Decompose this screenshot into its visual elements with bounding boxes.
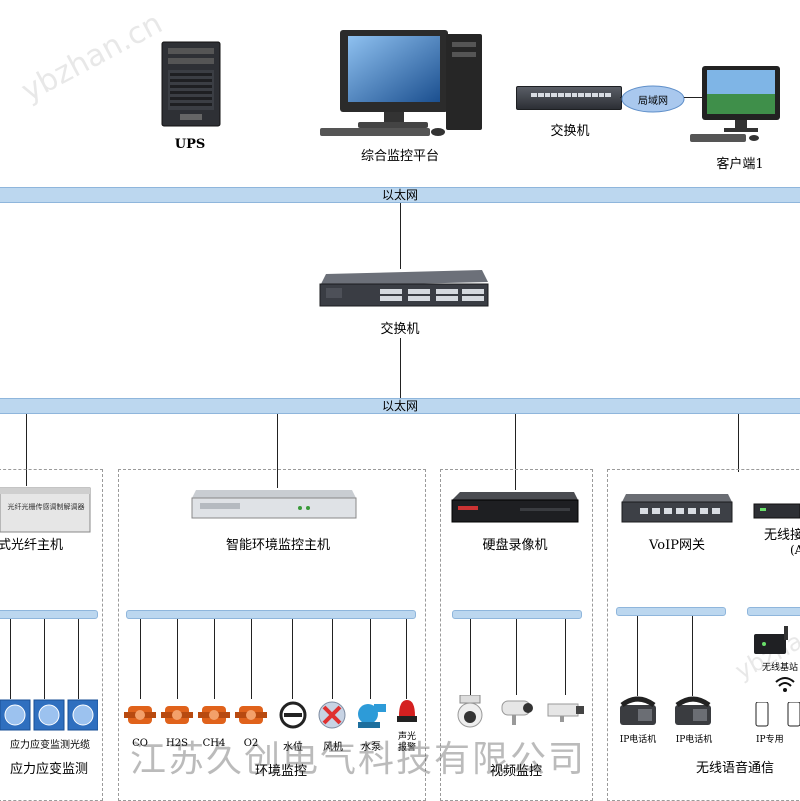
co-label: CO <box>132 738 148 749</box>
video-drop-3 <box>565 619 566 695</box>
wireless-ap-icon <box>753 503 800 519</box>
ups-label: UPS <box>174 137 206 152</box>
o2-label: O2 <box>243 738 259 749</box>
env-host-icon <box>191 490 357 519</box>
h2s-sensor-icon <box>161 706 193 724</box>
fiber-sub-bus <box>0 610 98 619</box>
fiber-drop-2 <box>44 619 45 699</box>
ip-mobile-phones-icon <box>755 702 800 727</box>
env-drop-o2 <box>251 619 252 699</box>
drop-line-fiber <box>26 414 27 486</box>
ip-phone-1-icon <box>620 696 656 725</box>
platform-label: 综合监控平台 <box>360 149 439 164</box>
voice-footer-label: 无线语音通信 <box>695 761 774 776</box>
client-monitor-icon <box>690 66 780 142</box>
wireless-ap-label: 无线接入 <box>764 528 800 543</box>
fiber-host-label: 式光纤主机 <box>0 538 64 553</box>
voip-sub-bus <box>616 607 726 616</box>
sound-light-alarm-icon <box>397 700 417 722</box>
env-drop-ch4 <box>214 619 215 699</box>
voip-gateway-icon <box>621 494 733 523</box>
env-drop-water <box>292 619 293 699</box>
env-host-label: 智能环境监控主机 <box>225 538 330 553</box>
water-pump-icon <box>358 704 386 728</box>
co-sensor-icon <box>124 706 156 724</box>
alarm-label: 声光报警 <box>397 732 416 753</box>
nvr-label: 硬盘录像机 <box>482 538 548 553</box>
drop-line-env <box>277 414 278 488</box>
ups-tower-icon <box>161 41 221 127</box>
diagonal-watermark-top: ybzhan.cn <box>15 5 169 110</box>
video-drop-1 <box>470 619 471 695</box>
nvr-recorder-icon <box>451 492 579 523</box>
bullet-camera-icon <box>501 700 533 725</box>
workstation-computer-icon <box>320 30 482 136</box>
fiber-drop-1 <box>10 619 11 699</box>
strain-cable-label: 应力应变监测光缆 <box>10 740 90 751</box>
video-sub-bus <box>452 610 582 619</box>
wireless-base-station-icon <box>754 626 788 654</box>
voip-drop-2 <box>692 616 693 696</box>
env-drop-alarm <box>406 619 407 699</box>
wireless-ap-sub-label: (AP <box>790 543 800 557</box>
wireless-sub-bus <box>747 607 800 616</box>
lan-label: 局域网 <box>638 96 668 107</box>
client-label: 客户端1 <box>716 157 764 172</box>
top-switch-icon <box>516 86 622 110</box>
switch-to-bus-link <box>400 338 401 398</box>
dome-camera-icon <box>457 695 483 728</box>
fan-label: 风机 <box>323 742 343 753</box>
pump-label: 水泵 <box>361 742 381 753</box>
company-watermark: 江苏久创电气科技有限公司 <box>130 739 587 780</box>
fiber-host-panel-text: 光纤光栅传感调制解调器 <box>7 503 85 511</box>
wifi-signal-icon <box>775 677 795 692</box>
ip-phone-2-icon <box>675 696 711 725</box>
lan-cloud-icon <box>621 85 685 113</box>
strain-sensors-icon <box>0 699 98 731</box>
ethernet-bus-bottom <box>0 398 800 414</box>
top-switch-label: 交换机 <box>550 124 590 139</box>
fiber-host-icon <box>0 487 91 533</box>
core-switch-icon <box>319 270 489 307</box>
ethernet-bus-top <box>0 187 800 203</box>
env-footer-label: 环境监控 <box>254 764 307 779</box>
env-sub-bus <box>126 610 416 619</box>
ch4-label: CH4 <box>202 738 226 749</box>
h2s-label: H2S <box>166 738 188 749</box>
ch4-sensor-icon <box>198 706 230 724</box>
ip-phone-2-label: IP电话机 <box>675 735 713 745</box>
ip-mobile-label: IP专用 <box>756 735 784 745</box>
water-level-sensor-icon <box>279 701 307 729</box>
bus-to-switch-link <box>400 203 401 269</box>
voip-gateway-label: VoIP网关 <box>649 538 705 553</box>
base-station-label: 无线基站 <box>762 663 799 673</box>
ethernet-bus-top-label: 以太网 <box>381 188 418 202</box>
env-drop-co <box>140 619 141 699</box>
video-drop-2 <box>516 619 517 695</box>
ip-phone-1-label: IP电话机 <box>619 735 657 745</box>
fiber-footer-label: 应力应变监测 <box>9 762 88 777</box>
ethernet-bus-bottom-label: 以太网 <box>381 399 418 413</box>
drop-line-voice <box>738 414 739 472</box>
fiber-drop-3 <box>78 619 79 699</box>
water-level-label: 水位 <box>283 742 303 753</box>
wan-client-link <box>684 97 710 98</box>
env-drop-h2s <box>177 619 178 699</box>
drop-line-video <box>515 414 516 490</box>
env-drop-fan <box>332 619 333 699</box>
fan-icon <box>318 701 346 729</box>
core-switch-label: 交换机 <box>380 322 420 337</box>
env-drop-pump <box>370 619 371 699</box>
o2-sensor-icon <box>235 706 267 724</box>
voip-drop-1 <box>637 616 638 696</box>
video-footer-label: 视频监控 <box>489 764 542 779</box>
box-camera-icon <box>547 703 584 722</box>
